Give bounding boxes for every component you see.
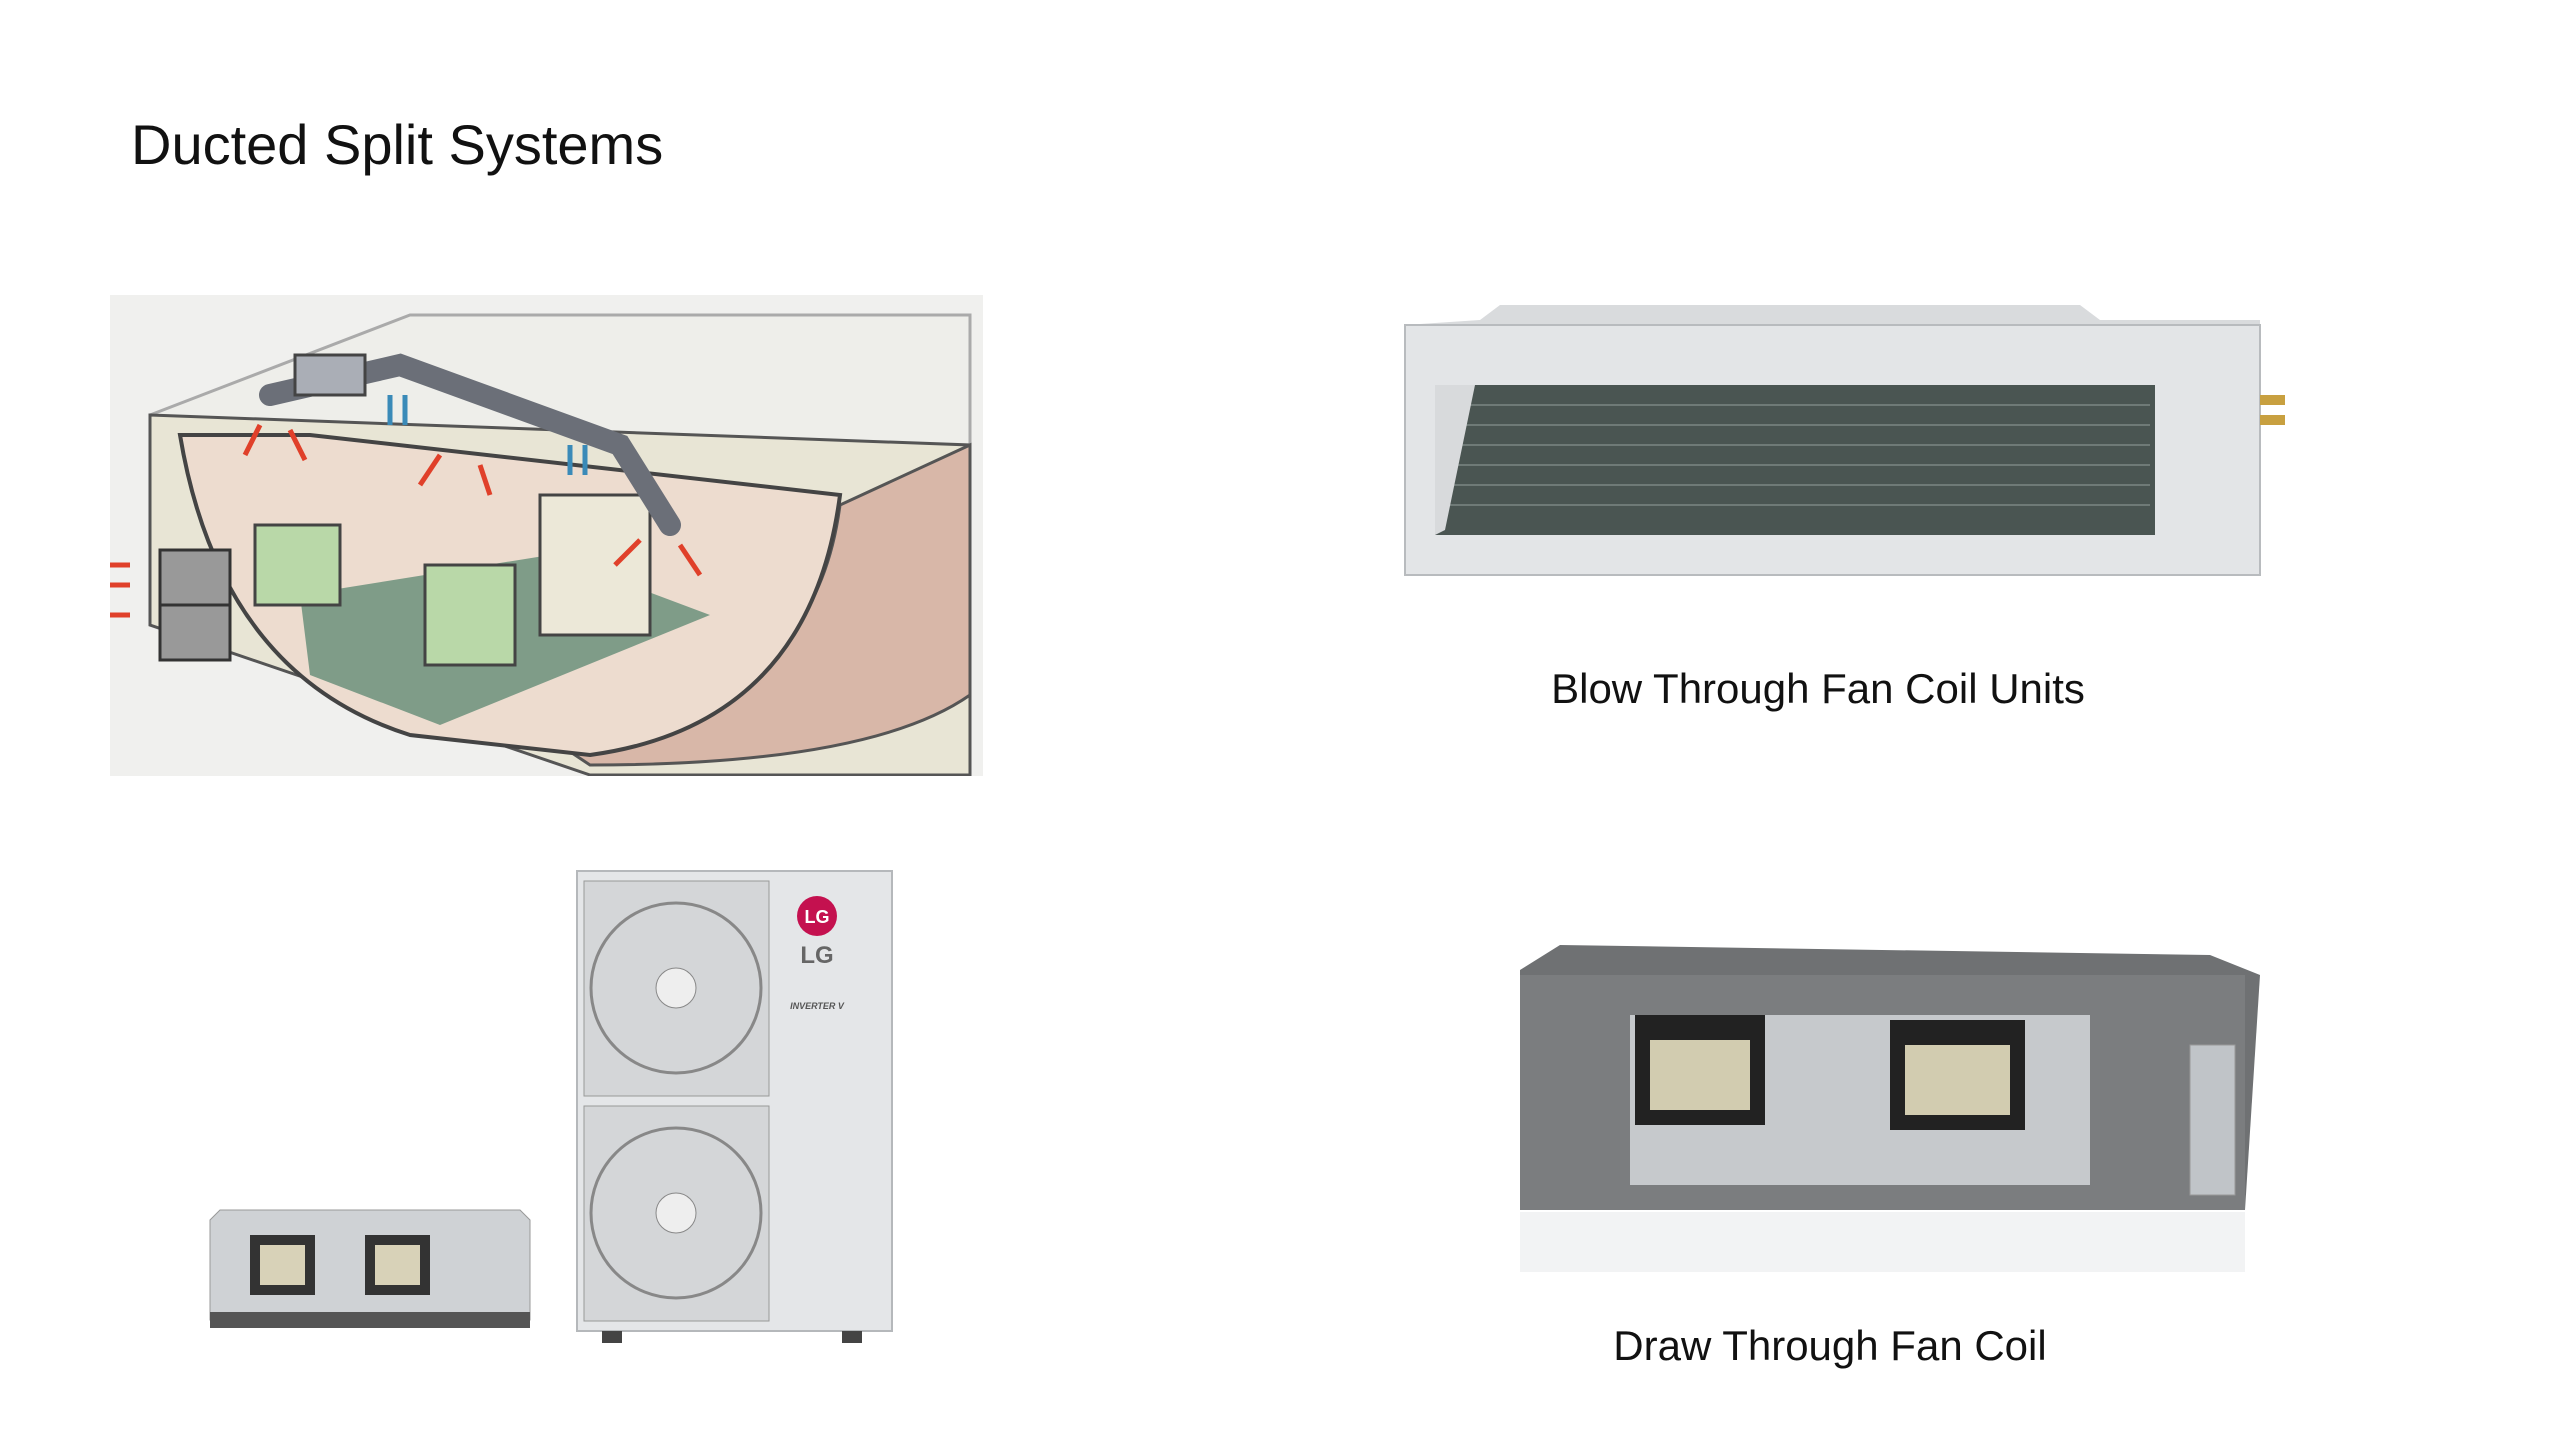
- draw-through-fan-coil-image: [1520, 945, 2260, 1272]
- ducted-system-diagram: [110, 295, 983, 776]
- blow-through-caption: Blow Through Fan Coil Units: [1551, 665, 2085, 712]
- lg-logo-text: LG: [805, 907, 830, 927]
- draw-through-caption: Draw Through Fan Coil: [1613, 1322, 2047, 1369]
- ducted-indoor-unit-image: [209, 1209, 531, 1328]
- blow-through-fan-coil-image: [1404, 305, 2285, 576]
- series-label: INVERTER V: [790, 1001, 845, 1011]
- lg-outdoor-unit-image: LG LG INVERTER V: [576, 870, 893, 1343]
- slide-title: Ducted Split Systems: [131, 113, 664, 176]
- brand-label: LG: [800, 942, 833, 969]
